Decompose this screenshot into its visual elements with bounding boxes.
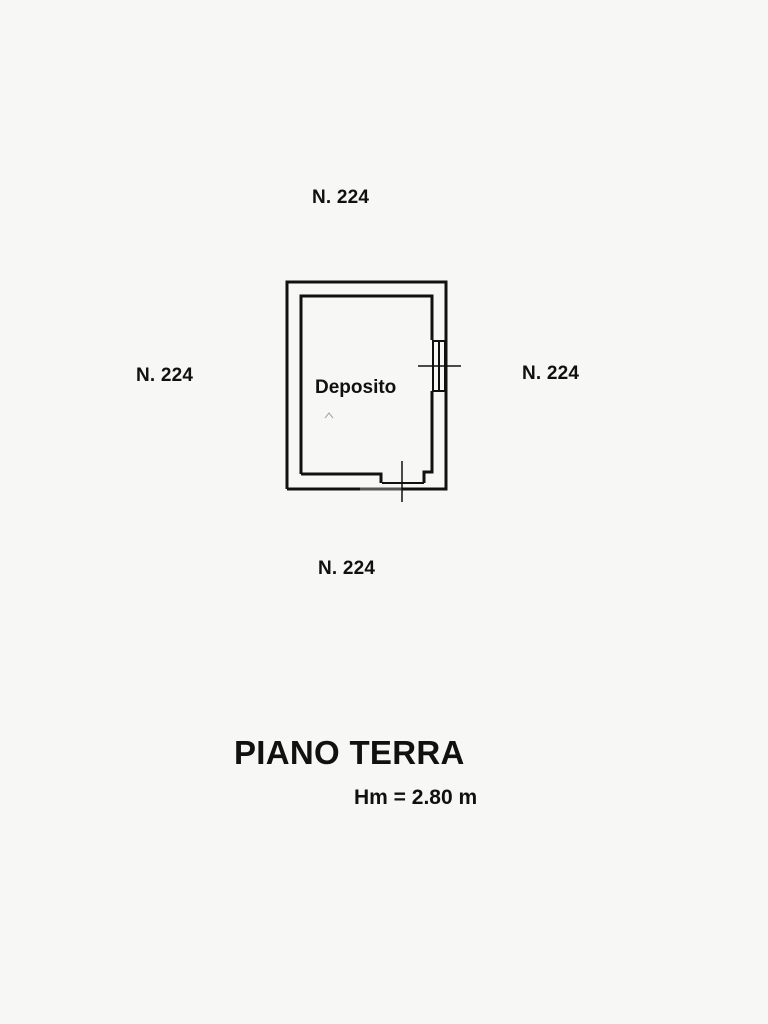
- outer-wall: [285, 280, 448, 491]
- window-east: [418, 340, 461, 392]
- floor-height: Hm = 2.80 m: [354, 786, 478, 809]
- room-label-deposito: Deposito: [315, 377, 397, 398]
- neighbor-label-west: N. 224: [136, 365, 194, 386]
- neighbor-label-north: N. 224: [312, 187, 370, 208]
- floor-title: PIANO TERRA: [234, 734, 465, 771]
- caret-mark: [324, 412, 334, 419]
- neighbor-label-east: N. 224: [522, 363, 580, 384]
- door-south: [360, 461, 424, 502]
- neighbor-label-south: N. 224: [318, 558, 376, 579]
